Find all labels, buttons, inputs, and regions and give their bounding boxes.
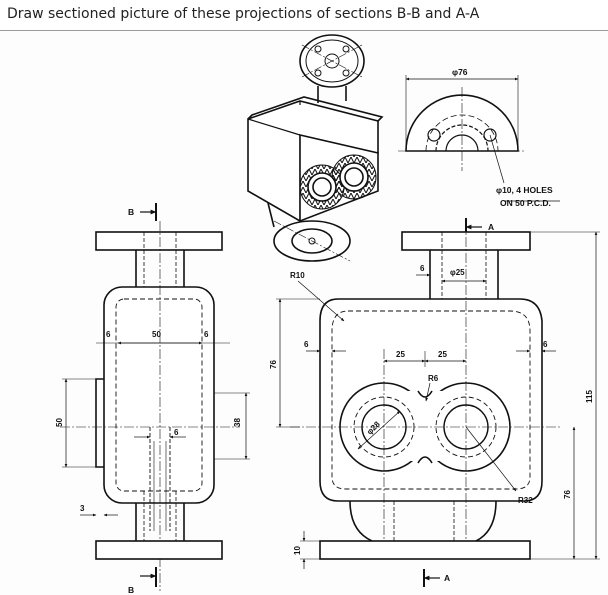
flange-thickness-dim: 10 <box>293 546 302 555</box>
section-a-top-label: A <box>488 222 494 232</box>
instruction-text: Draw sectioned picture of these projecti… <box>7 6 480 22</box>
left-side-view <box>60 203 250 591</box>
fillet-radius-label: R10 <box>290 271 305 280</box>
section-b-top-label: B <box>128 207 134 217</box>
left-boss-height-dim: 38 <box>233 418 242 427</box>
lower-height-dim: 76 <box>563 490 572 499</box>
section-b-bottom-label: B <box>128 585 134 595</box>
left-width-dim: 50 <box>152 330 161 339</box>
large-radius-label: R32 <box>518 496 533 505</box>
engineering-drawing: φ76 φ10, 4 HOLES ON 50 P.C.D. <box>55 34 600 595</box>
offset-left-dim: 25 <box>396 350 405 359</box>
left-wall-right-dim: 6 <box>204 330 209 339</box>
upper-height-dim: 76 <box>269 360 278 369</box>
holes-note-line1: φ10, 4 HOLES <box>496 185 553 195</box>
isometric-view <box>247 34 384 262</box>
right-wall-left-dim: 6 <box>304 340 309 349</box>
small-radius-label: R6 <box>428 374 439 383</box>
right-front-view <box>276 218 600 587</box>
offset-right-dim: 25 <box>438 350 447 359</box>
pipe-wall-dim: 6 <box>420 264 425 273</box>
left-height-dim: 50 <box>55 418 64 427</box>
right-wall-right-dim: 6 <box>543 340 548 349</box>
section-a-bottom-label: A <box>444 573 450 583</box>
left-thickness-dim: 3 <box>80 504 85 513</box>
left-wall-left-dim: 6 <box>106 330 111 339</box>
left-rib-dim: 6 <box>174 428 179 437</box>
flange-half-view <box>398 75 560 202</box>
instruction-header: Draw sectioned picture of these projecti… <box>0 0 608 31</box>
pipe-diameter-dim: φ25 <box>450 268 465 277</box>
flange-diameter-label: φ76 <box>452 67 468 77</box>
overall-height-dim: 115 <box>585 390 594 403</box>
holes-note-line2: ON 50 P.C.D. <box>500 198 551 208</box>
